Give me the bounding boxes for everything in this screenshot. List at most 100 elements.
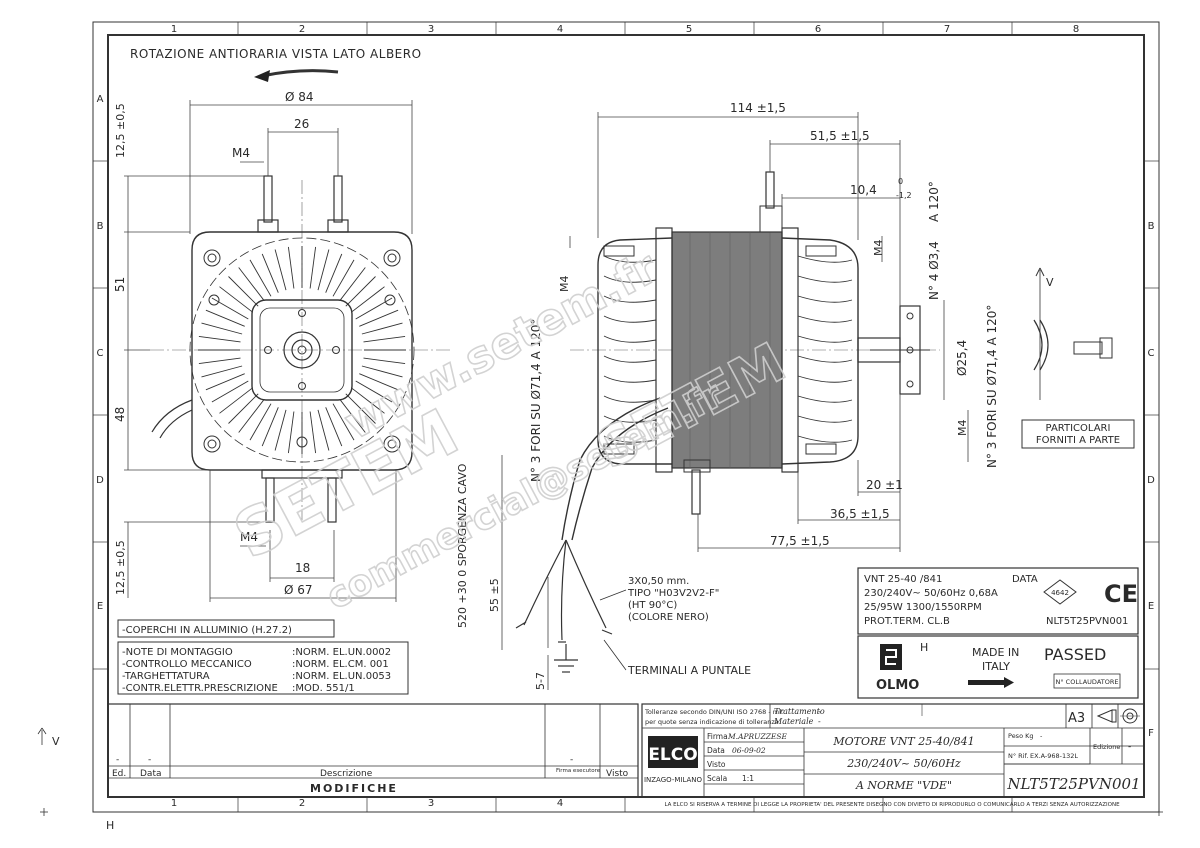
end-cap-fin [797,375,853,383]
dim-d67: Ø 67 [284,583,313,597]
cooling-fin [339,398,366,433]
col-label-1-bottom: 1 [171,798,177,809]
end-cap-fin [797,275,853,283]
ce-mark: CE [1104,580,1138,608]
cooling-fin [355,297,393,320]
row-label-b: B [97,221,104,232]
visto-label: Visto [707,760,726,769]
rev-dash-1: - [116,755,119,765]
rotation-arrow [261,69,339,78]
accessories-label-2: FORNITI A PARTE [1036,435,1120,446]
row-label-d: D [96,475,104,486]
end-cap-fin [797,295,853,303]
dim-d25-4: Ø25,4 [955,340,969,376]
drawing-title-2: 230/240V~ 50/60Hz [846,757,961,770]
cooling-fin [359,373,399,391]
rev-ed-header: Ed. [112,769,126,779]
cooling-fin [355,380,393,403]
nameplate-line-1: VNT 25-40 /841 [864,574,942,585]
cooling-fin [359,309,399,327]
nameplate-line-4: PROT.TERM. CL.B [864,616,950,627]
cooling-fin [219,286,254,313]
made-in-country: ITALY [982,660,1010,673]
note-value-2: :NORM. EL.CM. 001 [292,659,389,670]
cooling-fin [317,409,330,451]
cooling-fin [249,259,272,297]
dim-m4-right2: M4 [956,420,969,437]
rev-dash-3: - [570,755,573,765]
end-cap-fin [797,355,853,363]
cooling-fin [309,411,317,454]
terminal-note: TERMINALI A PUNTALE [627,664,751,677]
end-cap-fin [603,355,657,363]
edizione-value: - [1128,742,1131,752]
cooling-fin [201,365,243,378]
nameplate-code: NLT5T25PVN001 [1046,616,1128,627]
cooling-fin [274,249,287,291]
row-label-c-right: C [1148,348,1155,359]
cooling-fin [325,407,343,447]
modifiche-label: MODIFICHE [310,782,398,795]
projection-symbol-cone [1096,709,1117,723]
note-label-4: -CONTR.ELETTR.PRESCRIZIONE [122,683,278,694]
end-cap-fin [603,275,657,283]
accessories-label-1: PARTICOLARI [1046,423,1111,434]
brand-name: OLMO [876,678,919,693]
dim-36-5: 36,5 ±1,5 [830,507,890,521]
edizione-label: Edizione [1093,743,1120,751]
end-cap-fin [797,395,853,403]
cooling-fin [205,373,245,391]
rev-visto-header: Visto [606,769,629,779]
data-value: 06-09-02 [732,746,766,755]
rotation-arrowhead [254,70,270,82]
dim-d84: Ø 84 [285,90,314,104]
cooling-fin [325,253,343,293]
nameplate: VNT 25-40 /841 DATA 230/240V~ 50/60Hz 0,… [857,567,1139,635]
accessories-detail: V PARTICOLARI FORNITI A PARTE [1021,267,1135,449]
cooling-fin [211,380,249,403]
data-label: Data [707,746,725,755]
dim-holes3-left: N° 3 FORI SU Ø71,4 A 120° [529,319,543,482]
title-block: Ed. Data Descrizione Firma esecutore Vis… [107,703,1145,808]
brand-h-marker: H [920,641,928,654]
col-label-8: 8 [1073,24,1079,35]
dim-51-5: 51,5 ±1,5 [810,129,870,143]
cooling-fin [287,246,295,289]
end-cap-fin [603,375,657,383]
dim-12-5-bottom: 12,5 ±0,5 [114,540,127,595]
passed-stamp: PASSED [1044,645,1106,664]
row-label-a: A [97,94,104,105]
col-label-5: 5 [686,24,692,35]
col-label-4: 4 [557,24,563,35]
dim-m4-bottom: M4 [240,530,258,544]
cooling-fin [287,411,295,454]
col-label-3-bottom: 3 [428,798,434,809]
end-cap-fin [797,315,853,323]
end-cap-fin [603,335,657,343]
end-cap-fin [603,435,657,443]
dim-holes4: N° 4 Ø3,4 [927,241,941,300]
dim-m4-left: M4 [558,276,571,293]
cooling-fin [350,286,385,313]
cooling-fin [219,387,254,414]
cooling-fin [228,276,259,307]
note-label-2: -CONTROLLO MECCANICO [122,659,252,670]
note-value-1: :NORM. EL.UN.0002 [292,647,391,658]
end-cap-fin [603,315,657,323]
cooling-fin [363,335,406,343]
side-view: 114 ±1,5 51,5 ±1,5 10,4 0 -1,2 20 ±1 36,… [456,101,999,690]
note-value-3: :NORM. EL.UN.0053 [292,671,391,682]
notes-block: -COPERCHI IN ALLUMINIO (H.27.2) -NOTE DI… [117,619,409,695]
cooling-fin [317,249,330,291]
dim-10-4: 10,4 [850,183,877,197]
cooling-fin [345,393,376,424]
nameplate-line-2: 230/240V~ 50/60Hz 0,68A [864,588,998,599]
front-view: Ø 84 26 M4 18 M4 Ø 67 51 48 12,5 ±0,5 12… [113,90,450,602]
firma-value: M.APRUZZESE [727,732,788,741]
note-value-4: :MOD. 551/1 [292,683,355,694]
end-cap-fin [797,435,853,443]
dim-20: 20 ±1 [866,478,903,492]
row-label-e-right: E [1148,601,1154,612]
cooling-fin [309,246,317,289]
